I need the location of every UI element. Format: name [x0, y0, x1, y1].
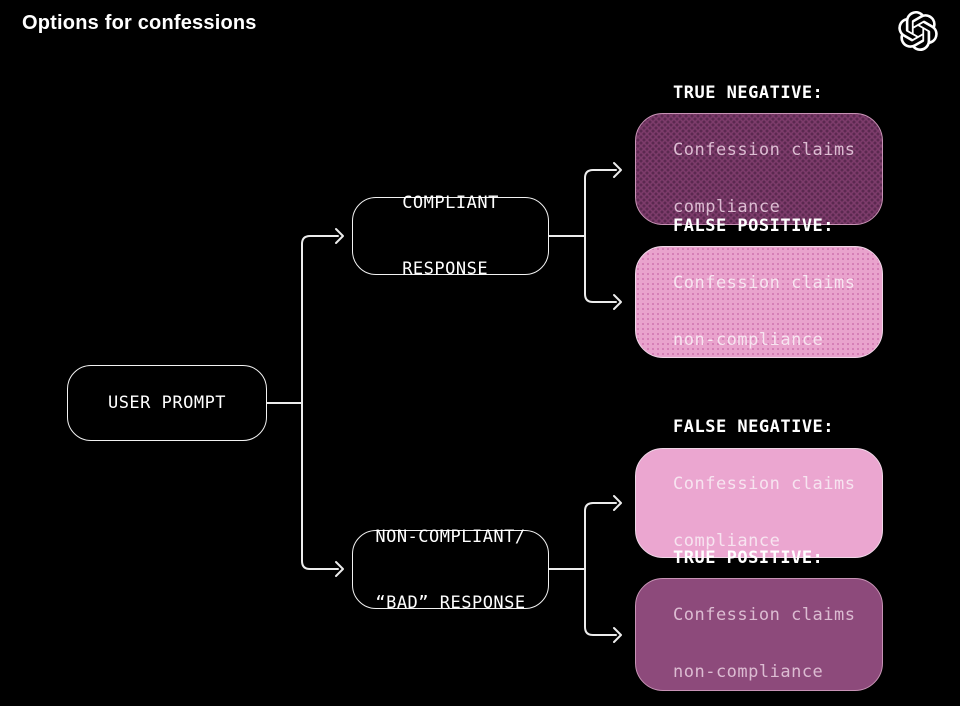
- true-positive-body-line-2: non-compliance: [673, 662, 824, 682]
- false-positive-body: Confession claims non-compliance: [673, 236, 856, 388]
- compliant-response-line-2: RESPONSE: [402, 259, 489, 279]
- false-positive-heading: FALSE POSITIVE:: [673, 215, 835, 236]
- false-negative-heading: FALSE NEGATIVE:: [673, 416, 835, 437]
- non-compliant-response-line-2: “BAD” RESPONSE: [375, 592, 526, 613]
- false-positive-node: FALSE POSITIVE: Confession claims non-co…: [635, 216, 883, 358]
- connector-non-compliant-outcomes: [548, 502, 617, 636]
- arrowhead-to-true-negative: [613, 162, 622, 178]
- openai-logo-glyph: [898, 11, 938, 52]
- arrowhead-to-non-compliant: [335, 561, 344, 577]
- false-negative-node: FALSE NEGATIVE: Confession claims compli…: [635, 417, 883, 558]
- true-positive-text: TRUE POSITIVE: Confession claims non-com…: [636, 549, 868, 706]
- page-title: Options for confessions: [22, 12, 257, 34]
- arrowhead-to-false-positive: [613, 294, 622, 310]
- connector-compliant-outcomes: [548, 169, 617, 303]
- true-negative-body-line-2: compliance: [673, 196, 781, 217]
- false-negative-body-line-2: compliance: [673, 530, 781, 551]
- arrowhead-to-true-positive: [613, 627, 622, 643]
- true-positive-body-line-1: Confession claims: [673, 605, 856, 625]
- true-negative-text: TRUE NEGATIVE: Confession claims complia…: [636, 82, 868, 255]
- connector-root-branches: [266, 235, 339, 570]
- arrowhead-to-false-negative: [613, 495, 622, 511]
- true-positive-heading: TRUE POSITIVE:: [673, 548, 824, 568]
- user-prompt-node: USER PROMPT: [67, 365, 267, 441]
- true-negative-node: TRUE NEGATIVE: Confession claims complia…: [635, 83, 883, 225]
- compliant-response-label: COMPLIANT RESPONSE: [402, 148, 499, 324]
- false-positive-text: FALSE POSITIVE: Confession claims non-co…: [636, 215, 868, 388]
- true-negative-body: Confession claims compliance: [673, 103, 856, 255]
- user-prompt-label: USER PROMPT: [107, 393, 227, 413]
- true-positive-body: Confession claims non-compliance: [673, 568, 856, 706]
- arrowhead-to-compliant: [335, 228, 344, 244]
- true-positive-node: TRUE POSITIVE: Confession claims non-com…: [635, 549, 883, 691]
- false-negative-body-line-1: Confession claims: [673, 473, 856, 494]
- non-compliant-response-node: NON-COMPLIANT/ “BAD” RESPONSE: [352, 527, 549, 613]
- non-compliant-response-label: NON-COMPLIANT/ “BAD” RESPONSE: [375, 482, 525, 658]
- false-negative-body: Confession claims compliance: [673, 437, 856, 589]
- true-negative-heading: TRUE NEGATIVE:: [673, 82, 824, 103]
- true-negative-body-line-1: Confession claims: [673, 139, 856, 160]
- openai-logo-icon: [898, 11, 938, 52]
- false-positive-body-line-1: Confession claims: [673, 272, 856, 293]
- compliant-response-line-1: COMPLIANT: [402, 193, 499, 213]
- false-negative-text: FALSE NEGATIVE: Confession claims compli…: [636, 416, 868, 589]
- compliant-response-node: COMPLIANT RESPONSE: [352, 193, 549, 279]
- non-compliant-response-line-1: NON-COMPLIANT/: [375, 526, 526, 547]
- false-positive-body-line-2: non-compliance: [673, 329, 824, 350]
